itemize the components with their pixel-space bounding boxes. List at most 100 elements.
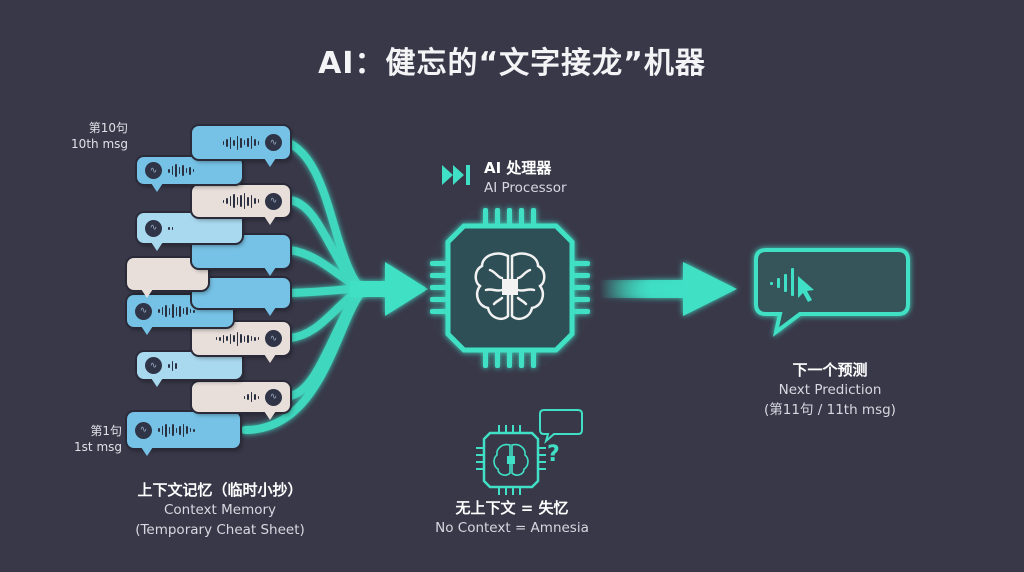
waveform-bar	[171, 166, 173, 175]
waveform-bar	[257, 199, 259, 203]
avatar-icon: ∿	[265, 192, 282, 210]
waveform-bar	[172, 424, 174, 436]
waveform-bar	[222, 334, 224, 343]
tenth-msg-label: 第10句 10th msg	[60, 120, 128, 152]
waveform-bar	[233, 194, 235, 208]
waveform-bar	[219, 336, 221, 341]
waveform-bar	[182, 423, 184, 437]
waveform-bar	[254, 139, 256, 146]
audio-waveform-icon	[243, 392, 259, 402]
waveform-bar	[257, 395, 259, 399]
waveform-bar	[250, 392, 252, 402]
waveform-bar	[243, 395, 245, 399]
waveform-bar	[226, 336, 228, 341]
waveform-bar	[168, 226, 170, 230]
bubble-tail	[264, 267, 276, 276]
audio-waveform-icon	[158, 304, 195, 318]
context-memory-caption: 上下文记忆（临时小抄） Context Memory (Temporary Ch…	[100, 480, 340, 540]
chat-bubble: ∿	[192, 382, 290, 420]
first-msg-label-zh: 第1句	[90, 424, 122, 438]
output-arrow-head	[683, 262, 737, 316]
waveform-bar	[158, 309, 160, 313]
avatar-icon: ∿	[135, 421, 152, 439]
chat-bubble: ∿	[137, 213, 242, 251]
sound-wave-icon	[770, 268, 794, 296]
bubble-tail	[264, 307, 276, 316]
waveform-bar	[189, 166, 191, 175]
waveform-bar	[254, 394, 256, 400]
waveform-bar	[172, 304, 174, 318]
amnesia-caption-zh: 无上下文 = 失忆	[455, 499, 569, 517]
tenth-msg-label-zh: 第10句	[88, 121, 128, 135]
processor-title-en: AI Processor	[484, 180, 567, 196]
avatar-icon: ∿	[135, 302, 152, 320]
chat-bubble: ∿	[192, 185, 290, 225]
empty-speech-bubble-icon	[539, 409, 583, 444]
bubble-tail	[151, 242, 163, 251]
ai-processor-chip	[425, 203, 595, 373]
context-memory-caption-en: Context Memory	[163, 502, 277, 518]
amnesia-caption: 无上下文 = 失忆 No Context = Amnesia	[412, 498, 612, 538]
waveform-bar	[243, 335, 245, 342]
waveform-bar	[250, 194, 252, 208]
waveform-bar	[189, 309, 191, 313]
waveform-bar	[179, 425, 181, 435]
bubble-tail	[151, 378, 163, 387]
prediction-caption-zh: 下一个预测	[792, 361, 868, 379]
waveform-bar	[215, 337, 217, 340]
waveform-bar	[254, 198, 256, 204]
waveform-bar	[185, 168, 187, 173]
waveform-bar	[168, 307, 170, 315]
waveform-bar	[233, 139, 235, 146]
waveform-bar	[161, 307, 163, 315]
brain-icon	[474, 252, 546, 320]
context-memory-caption-zh: 上下文记忆（临时小抄）	[137, 481, 303, 499]
waveform-bar	[247, 196, 249, 206]
tenth-msg-label-en: 10th msg	[71, 137, 128, 151]
fast-forward-icon	[442, 163, 474, 191]
waveform-bar	[236, 135, 238, 150]
waveform-bar	[250, 336, 252, 341]
processor-heading: AI 处理器 AI Processor	[484, 158, 567, 198]
waveform-bar	[179, 305, 181, 317]
waveform-bar	[175, 306, 177, 316]
waveform-bar	[257, 337, 259, 340]
bubble-tail	[264, 354, 276, 363]
waveform-bar	[226, 138, 228, 147]
first-msg-label: 第1句 1st msg	[56, 423, 122, 455]
page-title: AI：健忘的“文字接龙”机器	[318, 46, 706, 81]
waveform-bar	[236, 331, 238, 346]
waveform-bar	[243, 193, 245, 209]
audio-waveform-icon	[222, 193, 259, 209]
audio-waveform-icon	[215, 331, 259, 346]
small-brain-icon	[493, 443, 529, 476]
bubble-tail	[141, 326, 153, 335]
waveform-bar	[182, 308, 184, 314]
waveform-bar	[175, 164, 177, 177]
prediction-caption-sub: (第11句 / 11th msg)	[764, 402, 896, 418]
chat-bubble: ∿	[127, 412, 240, 456]
waveform-bar	[247, 394, 249, 400]
waveform-bar	[161, 425, 163, 435]
waveform-bar	[168, 168, 170, 173]
waveform-bar	[229, 333, 231, 344]
waveform-bar	[257, 140, 259, 145]
waveform-bar	[186, 426, 188, 434]
bubble-tail	[264, 216, 276, 225]
waveform-bar	[178, 167, 180, 174]
chat-bubble: ∿	[137, 352, 242, 387]
waveform-bar	[171, 226, 173, 230]
waveform-bar	[243, 140, 245, 145]
waveform-bar	[222, 140, 224, 145]
waveform-bar	[247, 138, 249, 147]
cursor-icon	[798, 276, 814, 302]
waveform-bar	[158, 428, 160, 432]
bubble-tail	[264, 411, 276, 420]
audio-waveform-icon	[158, 423, 195, 437]
flow-line	[286, 284, 364, 297]
audio-waveform-icon	[168, 360, 177, 371]
waveform-bar	[254, 336, 256, 341]
flow-line	[286, 196, 364, 292]
bubble-tail	[141, 289, 153, 298]
waveform-bar	[175, 427, 177, 433]
